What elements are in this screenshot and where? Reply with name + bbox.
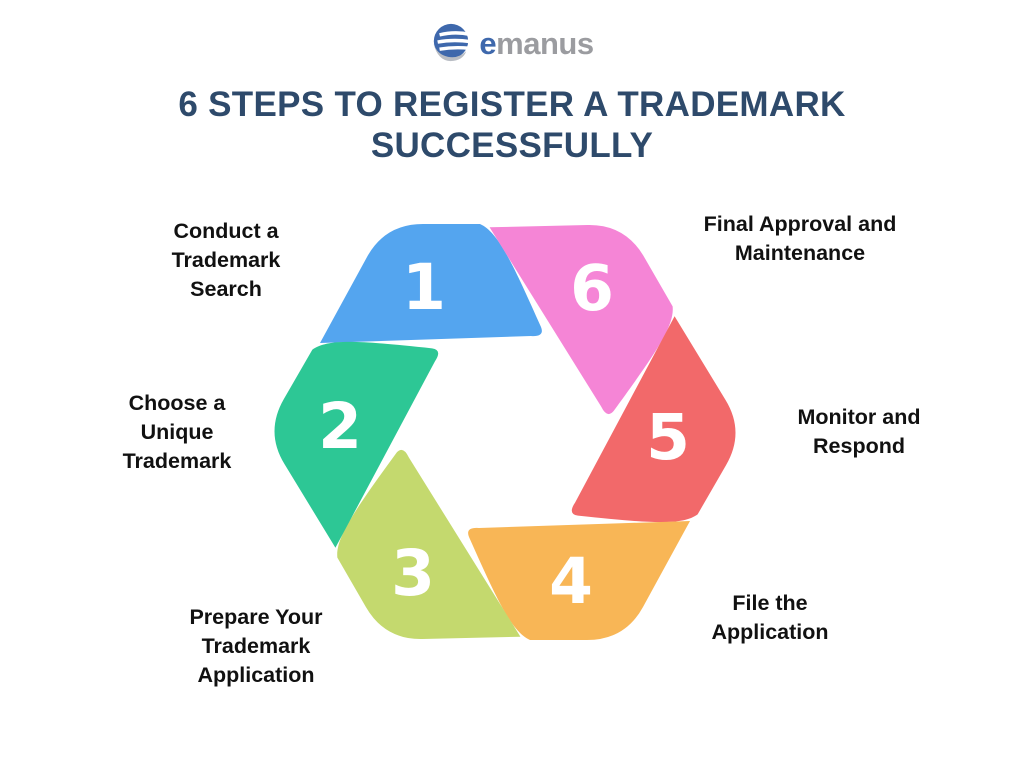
step-label-6: Final Approval and Maintenance bbox=[675, 210, 925, 268]
step-label-2: Choose a Unique Trademark bbox=[52, 389, 302, 476]
page-title-line2: SUCCESSFULLY bbox=[370, 126, 654, 165]
step-label-4-line1: File the bbox=[732, 591, 808, 615]
step-label-1-line1: Conduct a bbox=[173, 219, 279, 243]
step-number-1: 1 bbox=[402, 251, 446, 324]
step-label-1-line2: Trademark bbox=[171, 248, 281, 272]
step-label-3-line1: Prepare Your bbox=[189, 605, 323, 629]
step-label-4-line2: Application bbox=[711, 620, 829, 644]
step-label-2-line3: Trademark bbox=[122, 449, 232, 473]
step-label-3: Prepare Your Trademark Application bbox=[131, 603, 381, 690]
step-label-5-line1: Monitor and bbox=[797, 405, 921, 429]
wordmark-e: e bbox=[479, 25, 497, 61]
page-title: 6 STEPS TO REGISTER A TRADEMARK SUCCESSF… bbox=[0, 84, 1024, 166]
emanus-logo: emanus bbox=[0, 22, 1024, 64]
step-label-2-line2: Unique bbox=[140, 420, 214, 444]
step-number-5: 5 bbox=[646, 401, 690, 474]
step-number-6: 6 bbox=[570, 252, 614, 325]
step-label-2-line1: Choose a bbox=[128, 391, 226, 415]
step-label-5: Monitor and Respond bbox=[734, 403, 984, 461]
step-label-1-line3: Search bbox=[190, 277, 262, 301]
wordmark-manus: manus bbox=[496, 25, 594, 61]
step-label-4: File the Application bbox=[645, 589, 895, 647]
step-label-5-line2: Respond bbox=[813, 434, 905, 458]
step-number-2: 2 bbox=[318, 390, 362, 463]
step-label-6-line2: Maintenance bbox=[734, 241, 866, 265]
step-label-3-line3: Application bbox=[197, 663, 315, 687]
step-number-4: 4 bbox=[549, 545, 593, 618]
step-number-3: 3 bbox=[391, 537, 435, 610]
step-label-3-line2: Trademark bbox=[201, 634, 311, 658]
step-label-6-line1: Final Approval and bbox=[703, 212, 897, 236]
page-title-line1: 6 STEPS TO REGISTER A TRADEMARK bbox=[178, 85, 846, 124]
step-label-1: Conduct a Trademark Search bbox=[101, 217, 351, 304]
emanus-wordmark: emanus bbox=[479, 25, 594, 61]
emanus-sphere-icon bbox=[433, 23, 471, 62]
